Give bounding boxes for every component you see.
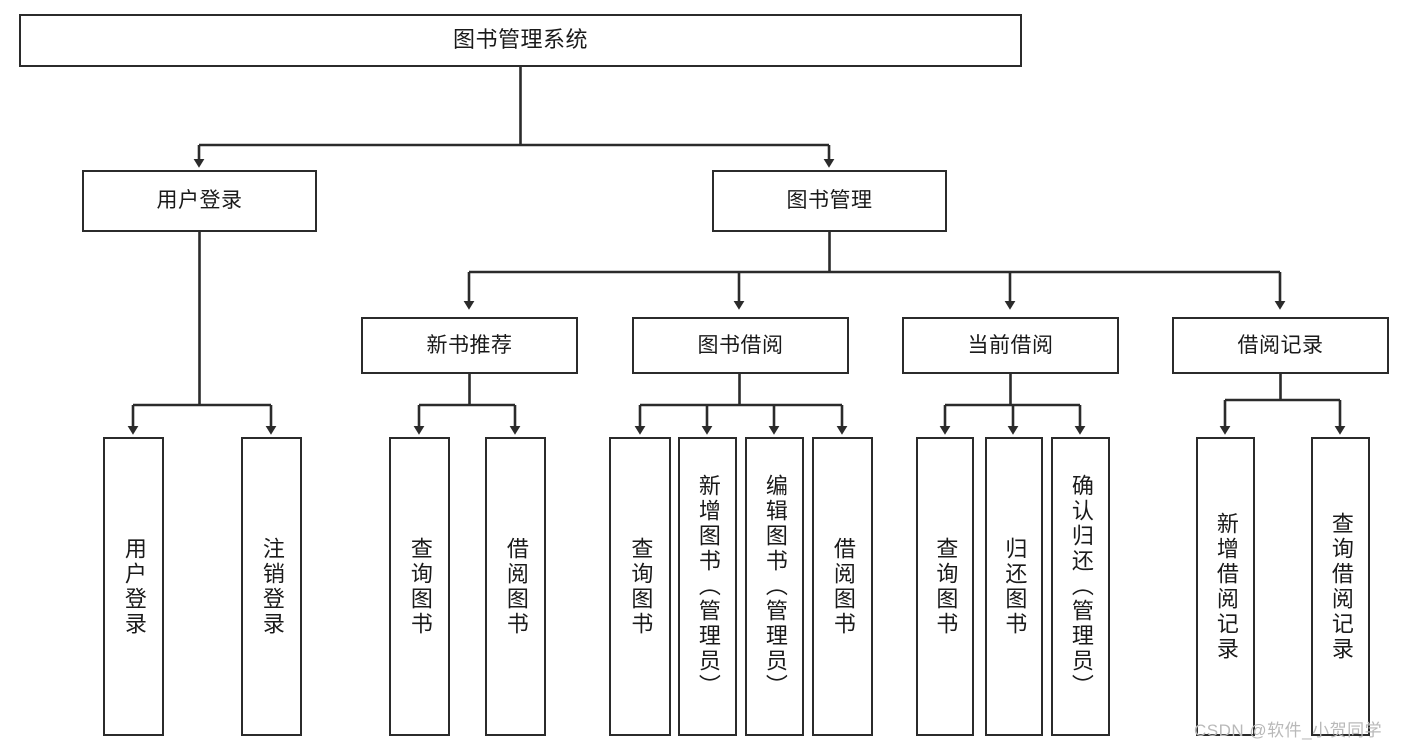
node-label: 查询图书 — [407, 536, 433, 637]
node-label: 查询借阅记录 — [1328, 511, 1354, 662]
node-leaf-query-record[interactable]: 查询借阅记录 — [1311, 437, 1370, 736]
node-leaf-add-record[interactable]: 新增借阅记录 — [1196, 437, 1255, 736]
node-label: 确认归还（管理员） — [1068, 474, 1094, 699]
node-leaf-user-login[interactable]: 用户登录 — [103, 437, 164, 736]
node-leaf-borrow-book-1[interactable]: 借阅图书 — [485, 437, 546, 736]
node-root-system[interactable]: 图书管理系统 — [19, 14, 1022, 67]
node-label: 归还图书 — [1002, 536, 1028, 637]
watermark-text: CSDN @软件_小贺同学 — [1194, 721, 1383, 740]
node-leaf-add-book[interactable]: 新增图书（管理员） — [678, 437, 737, 736]
node-user-login[interactable]: 用户登录 — [82, 170, 317, 232]
node-current-borrow[interactable]: 当前借阅 — [902, 317, 1119, 374]
node-label: 图书借阅 — [697, 333, 784, 357]
node-leaf-edit-book[interactable]: 编辑图书（管理员） — [745, 437, 804, 736]
node-leaf-query-book-2[interactable]: 查询图书 — [609, 437, 671, 736]
node-leaf-confirm-return[interactable]: 确认归还（管理员） — [1051, 437, 1110, 736]
node-leaf-return-book[interactable]: 归还图书 — [985, 437, 1043, 736]
node-label: 图书管理 — [786, 189, 873, 213]
node-book-management[interactable]: 图书管理 — [712, 170, 947, 232]
node-leaf-query-book-3[interactable]: 查询图书 — [916, 437, 974, 736]
node-label: 新书推荐 — [426, 333, 513, 357]
node-label: 图书管理系统 — [452, 27, 588, 53]
node-label: 借阅图书 — [503, 536, 529, 637]
node-leaf-borrow-book-2[interactable]: 借阅图书 — [812, 437, 873, 736]
node-label: 当前借阅 — [967, 333, 1054, 357]
node-new-book-recommend[interactable]: 新书推荐 — [361, 317, 578, 374]
node-label: 编辑图书（管理员） — [762, 474, 788, 699]
node-label: 用户登录 — [156, 189, 243, 213]
node-leaf-logout-login[interactable]: 注销登录 — [241, 437, 302, 736]
node-book-borrow[interactable]: 图书借阅 — [632, 317, 849, 374]
node-borrow-record[interactable]: 借阅记录 — [1172, 317, 1389, 374]
node-label: 借阅图书 — [830, 536, 856, 637]
node-label: 借阅记录 — [1237, 333, 1324, 357]
node-label: 新增图书（管理员） — [695, 474, 721, 699]
node-leaf-query-book-1[interactable]: 查询图书 — [389, 437, 450, 736]
node-label: 注销登录 — [259, 536, 285, 637]
node-label: 新增借阅记录 — [1213, 511, 1239, 662]
node-label: 查询图书 — [628, 536, 654, 637]
node-label: 查询图书 — [933, 536, 959, 637]
node-label: 用户登录 — [121, 536, 147, 637]
